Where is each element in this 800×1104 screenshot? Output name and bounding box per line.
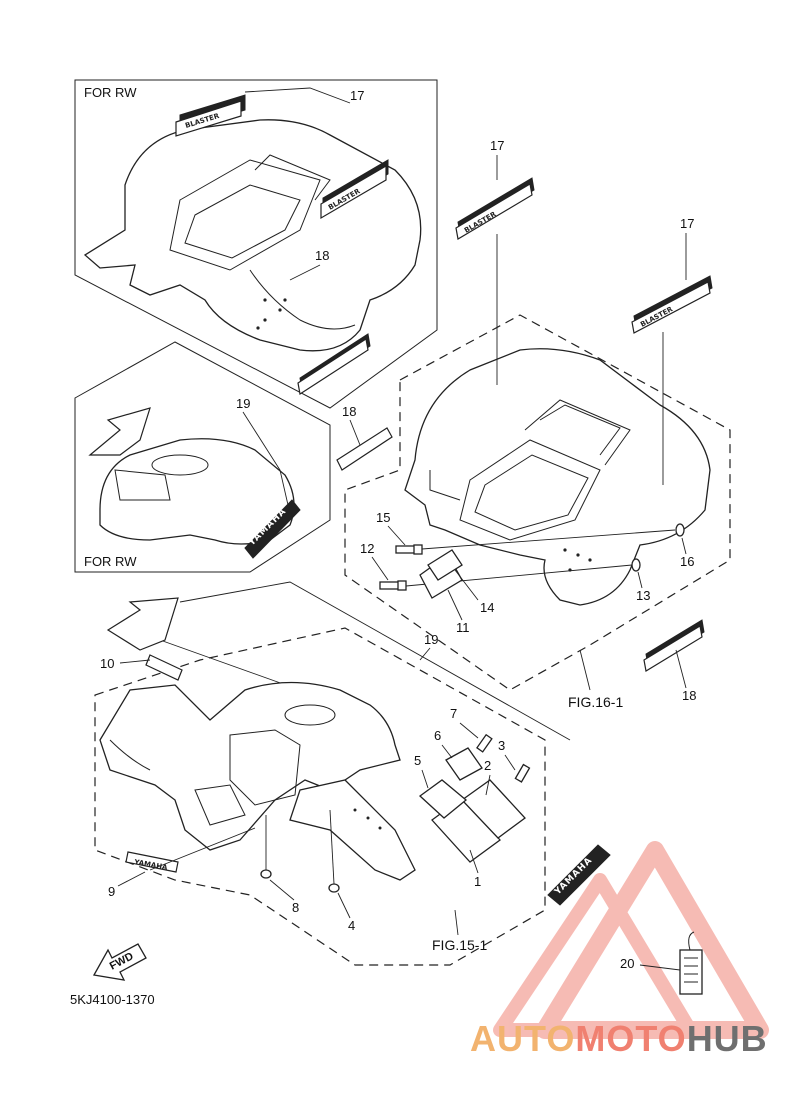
callout-5: 5 [414, 753, 421, 768]
inset-mid-label: FOR RW [84, 554, 137, 569]
label-tag-20 [679, 931, 703, 995]
bracket-14 [427, 549, 463, 581]
decal-17-left: BLASTER [455, 177, 535, 240]
watermark-hub: HUB [686, 1018, 768, 1059]
callout-20: 20 [620, 956, 634, 971]
screw-15 [395, 544, 423, 555]
watermark-triangle [493, 841, 769, 1039]
fig-16-1: BLASTER BLASTER 17 17 18 18 [336, 138, 731, 710]
fwd-arrow-icon: FWD [92, 943, 147, 981]
rear-fender [404, 348, 711, 606]
decal-17-inset-a: BLASTER [175, 94, 246, 137]
callout-8: 8 [292, 900, 299, 915]
callout-18a: 18 [315, 248, 329, 263]
fig-16-1-label: FIG.16-1 [568, 694, 623, 710]
plate-6 [445, 747, 483, 781]
callout-18b: 18 [342, 404, 356, 419]
callout-11: 11 [456, 620, 470, 635]
callout-19a: 19 [236, 396, 250, 411]
grommet-8 [260, 869, 272, 879]
callout-12: 12 [360, 541, 374, 556]
callout-9: 9 [108, 884, 115, 899]
fig-15-1: 10 YAMAHA 9 YAMAHA 19 1 [94, 581, 611, 966]
grommet-13 [631, 558, 641, 572]
callout-16: 16 [680, 554, 694, 569]
grommet-4 [328, 883, 340, 893]
plate-5 [418, 779, 468, 819]
fig-15-1-label: FIG.15-1 [432, 937, 487, 953]
bolt-7 [476, 733, 493, 753]
watermark-text: AUTOMOTOHUB [470, 1018, 768, 1060]
front-fender-rw [99, 438, 295, 545]
inset-top-rw: FOR RW BLASTER BLASTER 17 18 [74, 79, 438, 409]
inset-mid-rw: FOR RW YAMAHA 19 [74, 341, 331, 573]
callout-13: 13 [636, 588, 650, 603]
inset-top-label: FOR RW [84, 85, 137, 100]
plate-2 [461, 779, 526, 839]
screw-12 [379, 580, 407, 591]
bolt-3 [514, 763, 531, 783]
callout-17b: 17 [490, 138, 504, 153]
watermark-moto: MOTO [575, 1018, 687, 1059]
callout-19b: 19 [424, 632, 438, 647]
callout-18c: 18 [682, 688, 696, 703]
grommet-16 [675, 523, 685, 537]
decal-18-inset [297, 333, 371, 395]
rear-fender-rw [83, 119, 422, 352]
front-fender [99, 681, 401, 851]
decal-10 [145, 654, 183, 681]
callout-17a: 17 [350, 88, 364, 103]
callout-2: 2 [484, 758, 491, 773]
watermark-auto: AUTO [470, 1018, 576, 1059]
decal-18-lower [643, 619, 705, 672]
callout-4: 4 [348, 918, 355, 933]
callout-14: 14 [480, 600, 494, 615]
part-code: 5KJ4100-1370 [70, 992, 155, 1007]
decal-18-strip [336, 427, 393, 471]
decal-9: YAMAHA [125, 851, 179, 873]
decal-front-top [106, 597, 179, 651]
callout-15: 15 [376, 510, 390, 525]
callout-7: 7 [450, 706, 457, 721]
front-extension [289, 779, 416, 881]
callout-3: 3 [498, 738, 505, 753]
decal-17-right: BLASTER [631, 275, 713, 334]
callout-1: 1 [474, 874, 481, 889]
callout-6: 6 [434, 728, 441, 743]
callout-10: 10 [100, 656, 114, 671]
callout-17c: 17 [680, 216, 694, 231]
